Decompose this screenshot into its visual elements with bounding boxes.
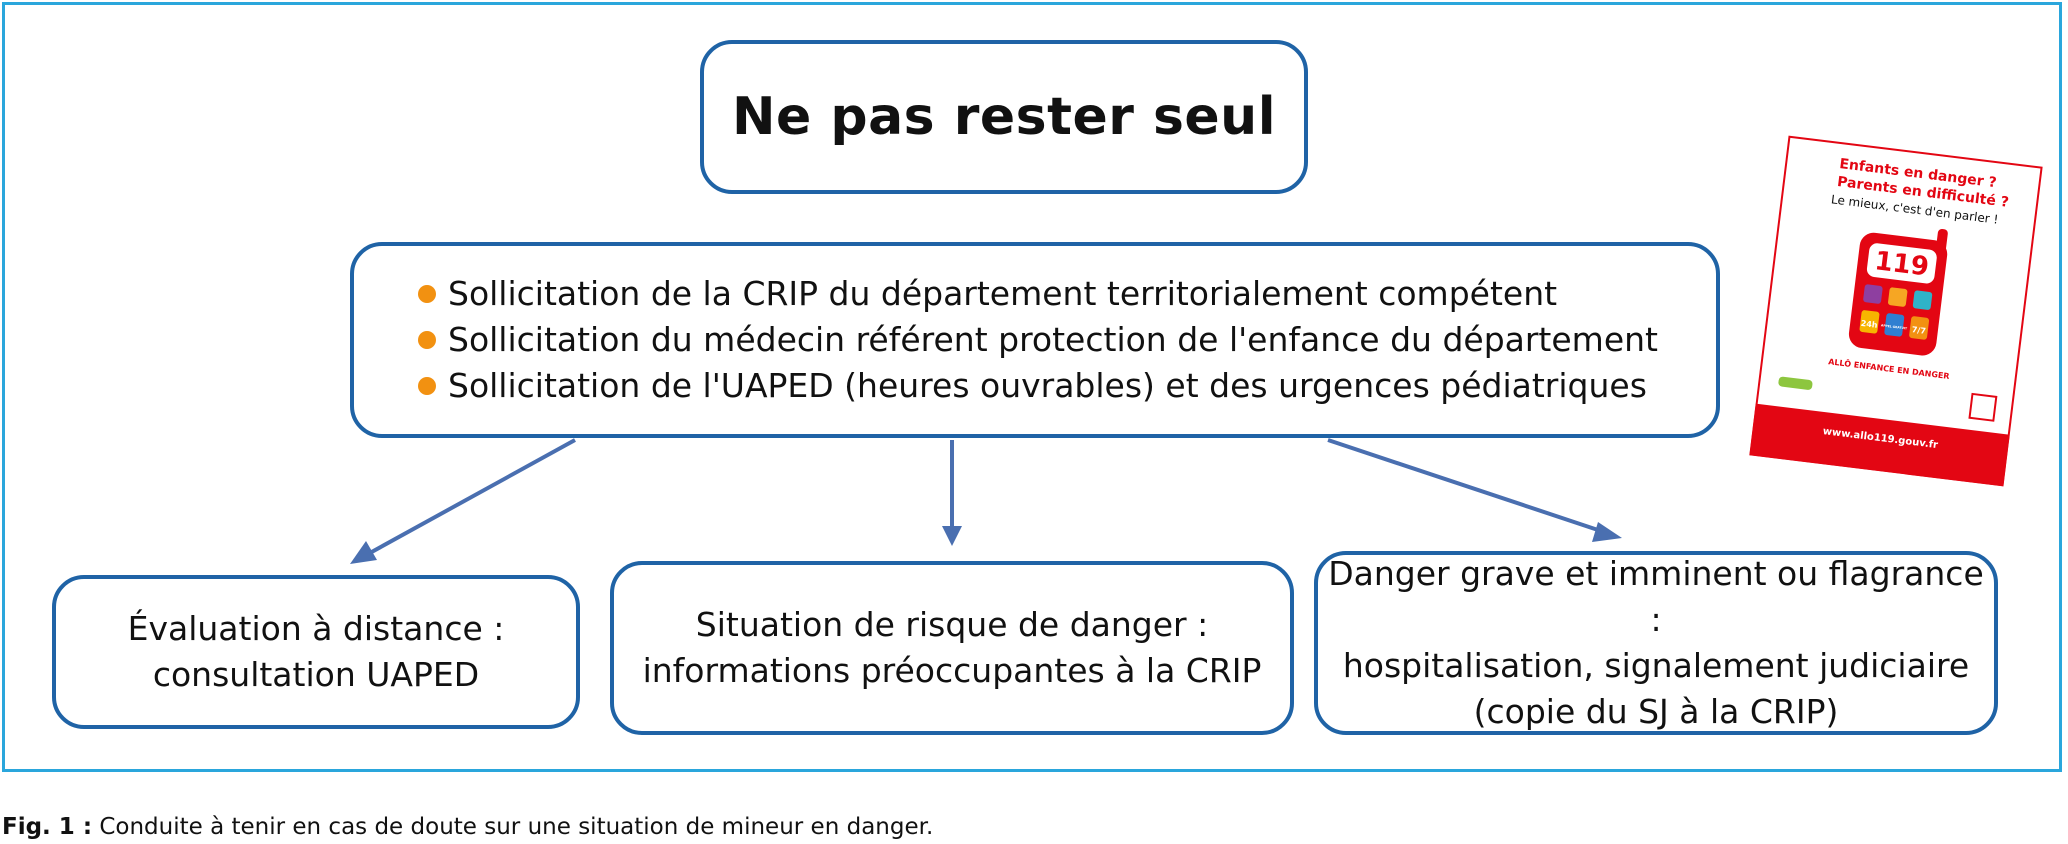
bullet-dot xyxy=(418,331,436,349)
actions-box: Sollicitation de la CRIP du département … xyxy=(350,242,1720,438)
action-text: Sollicitation de la CRIP du département … xyxy=(448,274,1558,313)
outcome-text: Situation de risque de danger : informat… xyxy=(642,605,1262,690)
caption-text: Conduite à tenir en cas de doute sur une… xyxy=(92,814,934,840)
poster-tile-7-7: 7/7 xyxy=(1911,325,1926,336)
figure-frame xyxy=(2,2,2062,772)
qr-code-icon xyxy=(1968,392,1998,422)
outcome-box-serious-danger: Danger grave et imminent ou flagrance : … xyxy=(1314,551,1998,735)
list-item: Sollicitation du médecin référent protec… xyxy=(418,317,1658,363)
outcome-text: Danger grave et imminent ou flagrance : … xyxy=(1328,554,1984,731)
title-box: Ne pas rester seul xyxy=(700,40,1308,194)
diagram-title: Ne pas rester seul xyxy=(731,87,1277,147)
arrow-left xyxy=(367,438,576,556)
list-item: Sollicitation de la CRIP du département … xyxy=(418,271,1658,317)
outcome-text: Évaluation à distance : consultation UAP… xyxy=(127,609,505,694)
arrow-right xyxy=(1327,438,1599,532)
arrowhead-center xyxy=(942,526,962,546)
poster-badge xyxy=(1778,376,1813,390)
action-text: Sollicitation du médecin référent protec… xyxy=(448,320,1658,359)
figure-caption: Fig. 1 : Conduite à tenir en cas de dout… xyxy=(2,814,933,840)
actions-list: Sollicitation de la CRIP du département … xyxy=(354,271,1658,409)
poster-number: 119 xyxy=(1873,246,1931,282)
arrowhead-right xyxy=(1592,522,1622,542)
bullet-dot xyxy=(418,377,436,395)
phone-icon: 119 24h APPEL GRATUIT 7/7 xyxy=(1848,229,1948,356)
poster-footer xyxy=(1749,403,2010,487)
poster-tile-free-call: APPEL GRATUIT xyxy=(1881,323,1908,330)
outcome-box-remote-evaluation: Évaluation à distance : consultation UAP… xyxy=(52,575,580,729)
bullet-dot xyxy=(418,285,436,303)
poster-tile-24h: 24h xyxy=(1860,319,1878,330)
action-text: Sollicitation de l'UAPED (heures ouvrabl… xyxy=(448,366,1647,405)
allo-119-poster: Enfants en danger ? Parents en difficult… xyxy=(1749,135,2043,487)
caption-label: Fig. 1 : xyxy=(2,814,93,840)
list-item: Sollicitation de l'UAPED (heures ouvrabl… xyxy=(418,363,1658,409)
outcome-box-risk-of-danger: Situation de risque de danger : informat… xyxy=(610,561,1294,735)
arrowhead-left xyxy=(350,541,377,564)
